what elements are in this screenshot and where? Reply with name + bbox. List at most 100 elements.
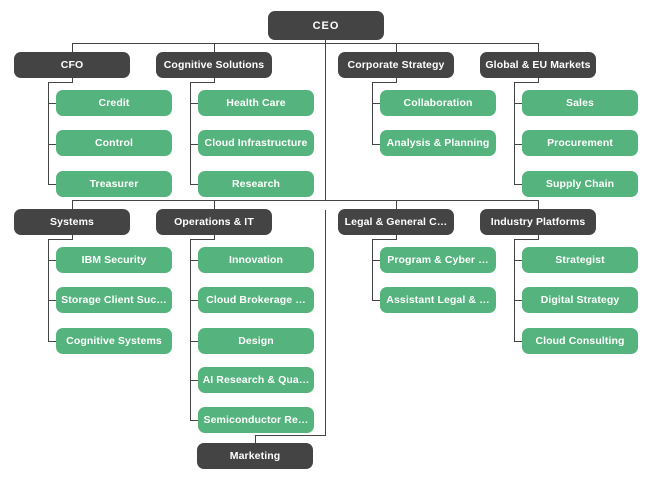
node-root-ceo[interactable]: CEO xyxy=(268,11,384,40)
connector-corpstrat-elbow xyxy=(372,82,397,83)
node-child-sales[interactable]: Sales xyxy=(522,90,638,116)
connector-operations-spine xyxy=(190,239,191,420)
node-label: Collaboration xyxy=(403,97,473,109)
node-label: Sales xyxy=(566,97,594,109)
node-label: Systems xyxy=(50,216,94,228)
node-label: Health Care xyxy=(226,97,286,109)
connector-systems-stem xyxy=(72,235,73,240)
node-child-procurement[interactable]: Procurement xyxy=(522,130,638,156)
connector-cfo-stem xyxy=(72,78,73,83)
connector-cfo-elbow xyxy=(48,82,73,83)
node-label: IBM Security xyxy=(81,254,147,266)
connector-row2-drop-industry xyxy=(538,200,539,210)
node-child-digital-strategy[interactable]: Digital Strategy xyxy=(522,287,638,313)
connector-corpstrat-stub-1 xyxy=(372,144,381,145)
node-label: Research xyxy=(231,178,281,190)
node-header-operations-it[interactable]: Operations & IT xyxy=(156,209,272,235)
connector-row2-drop-legal xyxy=(396,200,397,210)
node-header-industry-platforms[interactable]: Industry Platforms xyxy=(480,209,596,235)
node-label: Control xyxy=(94,137,134,149)
connector-operations-stub-1 xyxy=(190,300,199,301)
node-header-corporate-strategy[interactable]: Corporate Strategy xyxy=(338,52,454,78)
node-child-program-cyber[interactable]: Program & Cyber … xyxy=(380,247,496,273)
node-child-strategist[interactable]: Strategist xyxy=(522,247,638,273)
node-label: Analysis & Planning xyxy=(386,137,490,149)
node-label: Cloud Infrastructure xyxy=(204,137,308,149)
node-label: Storage Client Suc… xyxy=(61,294,167,306)
node-label: Treasurer xyxy=(89,178,139,190)
node-header-cfo[interactable]: CFO xyxy=(14,52,130,78)
connector-marketing-drop xyxy=(255,435,256,444)
connector-legal-spine xyxy=(372,239,373,301)
connector-industry-spine xyxy=(514,239,515,341)
connector-global-stub-2 xyxy=(514,184,523,185)
connector-operations-stub-2 xyxy=(190,341,199,342)
node-label: Industry Platforms xyxy=(490,216,586,228)
connector-operations-stub-0 xyxy=(190,260,199,261)
node-child-cognitive-systems[interactable]: Cognitive Systems xyxy=(56,328,172,354)
node-child-semiconductor-research[interactable]: Semiconductor Re… xyxy=(198,407,314,433)
node-child-ai-research-quantum[interactable]: AI Research & Qua… xyxy=(198,367,314,393)
node-child-treasurer[interactable]: Treasurer xyxy=(56,171,172,197)
node-child-health-care[interactable]: Health Care xyxy=(198,90,314,116)
node-child-supply-chain[interactable]: Supply Chain xyxy=(522,171,638,197)
node-child-cloud-consulting[interactable]: Cloud Consulting xyxy=(522,328,638,354)
node-child-storage-client-success[interactable]: Storage Client Suc… xyxy=(56,287,172,313)
node-child-cloud-infrastructure[interactable]: Cloud Infrastructure xyxy=(198,130,314,156)
node-child-credit[interactable]: Credit xyxy=(56,90,172,116)
node-label: Innovation xyxy=(228,254,284,266)
node-header-global-eu-markets[interactable]: Global & EU Markets xyxy=(480,52,596,78)
node-child-design[interactable]: Design xyxy=(198,328,314,354)
node-header-systems[interactable]: Systems xyxy=(14,209,130,235)
connector-cfo-stub-1 xyxy=(48,144,57,145)
node-label: Cognitive Solutions xyxy=(163,59,265,71)
connector-ceo-trunk xyxy=(325,40,326,200)
node-header-cognitive-solutions[interactable]: Cognitive Solutions xyxy=(156,52,272,78)
connector-global-spine xyxy=(514,82,515,184)
connector-row1-drop-cognitive xyxy=(214,43,215,53)
connector-industry-stub-1 xyxy=(514,300,523,301)
node-label: Semiconductor Re… xyxy=(203,414,309,426)
node-label: Corporate Strategy xyxy=(347,59,445,71)
connector-global-stub-1 xyxy=(514,144,523,145)
connector-cognitive-stub-2 xyxy=(190,184,199,185)
node-label: Cognitive Systems xyxy=(66,335,162,347)
connector-systems-stub-2 xyxy=(48,341,57,342)
connector-legal-stem xyxy=(396,235,397,240)
node-label: Strategist xyxy=(555,254,605,266)
node-marketing[interactable]: Marketing xyxy=(197,443,313,469)
connector-global-elbow xyxy=(514,82,539,83)
node-header-legal-general-counsel[interactable]: Legal & General C… xyxy=(338,209,454,235)
connector-global-stem xyxy=(538,78,539,83)
node-child-collaboration[interactable]: Collaboration xyxy=(380,90,496,116)
node-child-assistant-legal[interactable]: Assistant Legal & … xyxy=(380,287,496,313)
node-label: Program & Cyber … xyxy=(387,254,489,266)
node-label: Assistant Legal & … xyxy=(386,294,490,306)
connector-cognitive-stub-1 xyxy=(190,144,199,145)
node-child-cloud-brokerage[interactable]: Cloud Brokerage … xyxy=(198,287,314,313)
connector-industry-elbow xyxy=(514,239,539,240)
connector-row1-drop-global xyxy=(538,43,539,53)
connector-operations-elbow xyxy=(190,239,215,240)
connector-cognitive-spine xyxy=(190,82,191,184)
connector-operations-stub-3 xyxy=(190,380,199,381)
connector-cognitive-stub-0 xyxy=(190,103,199,104)
connector-cfo-stub-2 xyxy=(48,184,57,185)
connector-row2-drop-systems xyxy=(72,200,73,210)
node-child-control[interactable]: Control xyxy=(56,130,172,156)
node-child-innovation[interactable]: Innovation xyxy=(198,247,314,273)
node-child-research[interactable]: Research xyxy=(198,171,314,197)
node-label: Global & EU Markets xyxy=(485,59,591,71)
connector-corpstrat-stub-0 xyxy=(372,103,381,104)
connector-systems-stub-1 xyxy=(48,300,57,301)
node-label: Credit xyxy=(98,97,130,109)
connector-marketing-bus xyxy=(255,435,326,436)
connector-cfo-spine xyxy=(48,82,49,184)
node-label: Cloud Brokerage … xyxy=(206,294,306,306)
node-child-analysis-planning[interactable]: Analysis & Planning xyxy=(380,130,496,156)
connector-row1-bus xyxy=(72,43,539,44)
connector-cognitive-elbow xyxy=(190,82,215,83)
node-child-ibm-security[interactable]: IBM Security xyxy=(56,247,172,273)
connector-industry-stub-2 xyxy=(514,341,523,342)
